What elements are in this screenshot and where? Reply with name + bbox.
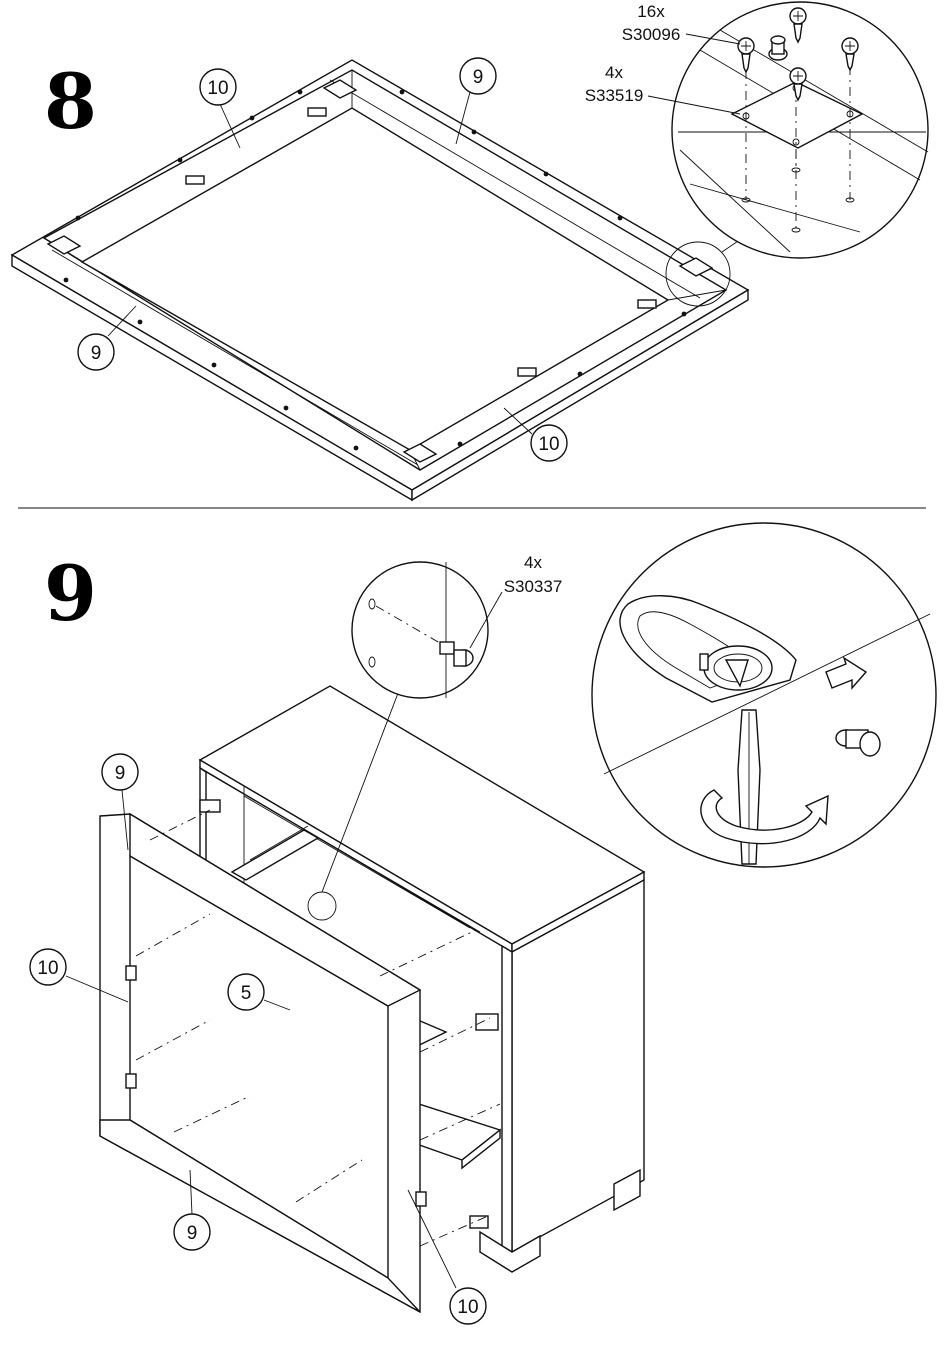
svg-text:5: 5 bbox=[241, 983, 252, 1004]
svg-text:16x: 16x bbox=[637, 2, 665, 21]
step-8-frame bbox=[12, 60, 748, 500]
svg-text:9: 9 bbox=[115, 763, 126, 784]
svg-text:9: 9 bbox=[91, 343, 102, 364]
svg-text:S30096: S30096 bbox=[622, 25, 681, 44]
cam-bolt-icon bbox=[769, 36, 787, 60]
svg-text:9: 9 bbox=[187, 1223, 198, 1244]
cam-lock-detail bbox=[592, 523, 936, 867]
hinge-plate-icon bbox=[470, 1216, 488, 1228]
hinge-icon bbox=[416, 1192, 426, 1206]
svg-text:10: 10 bbox=[457, 1297, 478, 1318]
svg-text:9: 9 bbox=[473, 67, 484, 88]
step-8-number: 8 bbox=[44, 57, 97, 146]
pin-detail-circle bbox=[352, 562, 488, 698]
step-8-detail bbox=[672, 2, 928, 258]
svg-text:S33519: S33519 bbox=[585, 86, 644, 105]
hinge-icon bbox=[126, 1074, 136, 1088]
front-frame bbox=[100, 814, 426, 1312]
svg-text:4x: 4x bbox=[605, 63, 623, 82]
svg-text:4x: 4x bbox=[524, 553, 542, 572]
hardware-callout-s30337: 4x S30337 bbox=[504, 553, 563, 596]
step-9: 9 bbox=[30, 523, 936, 1324]
svg-text:S30337: S30337 bbox=[504, 577, 563, 596]
svg-text:10: 10 bbox=[538, 434, 559, 455]
step-8: 8 bbox=[12, 2, 928, 500]
svg-text:10: 10 bbox=[207, 78, 228, 99]
svg-text:10: 10 bbox=[37, 958, 58, 979]
hinge-icon bbox=[126, 966, 136, 980]
step-9-number: 9 bbox=[44, 549, 97, 638]
hinge-plate-icon bbox=[476, 1014, 498, 1030]
pin-zoom-ring bbox=[308, 892, 336, 920]
